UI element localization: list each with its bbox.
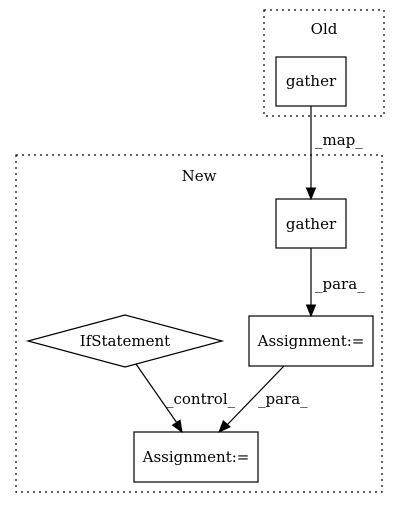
- node-old-gather-label: gather: [286, 72, 337, 90]
- cluster-new-border: [15, 154, 383, 493]
- node-assignment-lower-label: Assignment:=: [142, 448, 250, 466]
- node-assignment-lower[interactable]: Assignment:=: [133, 431, 259, 483]
- node-new-gather[interactable]: gather: [275, 198, 347, 249]
- node-old-gather[interactable]: gather: [275, 56, 347, 107]
- edge-control: _control_: [135, 363, 236, 434]
- edge-map-label: _map_: [315, 131, 363, 149]
- edge-para-upper: _para_: [305, 248, 365, 318]
- cluster-old: Old: [263, 9, 385, 117]
- cluster-new-label: New: [182, 167, 217, 185]
- cluster-old-label: Old: [311, 20, 338, 38]
- edge-para-upper-label: _para_: [315, 275, 365, 293]
- edge-control-label: _control_: [166, 390, 236, 408]
- edge-map: _map_: [305, 106, 363, 201]
- edge-para-lower: _para_: [218, 365, 308, 433]
- node-assignment-upper[interactable]: Assignment:=: [248, 315, 374, 367]
- node-assignment-upper-label: Assignment:=: [257, 332, 365, 350]
- node-new-gather-label: gather: [286, 215, 337, 233]
- edge-para-lower-label: _para_: [258, 390, 308, 408]
- node-if-statement-label: IfStatement: [80, 332, 170, 350]
- node-if-statement[interactable]: IfStatement: [25, 314, 225, 368]
- cluster-old-border: [263, 9, 385, 117]
- cluster-new: New: [15, 154, 383, 493]
